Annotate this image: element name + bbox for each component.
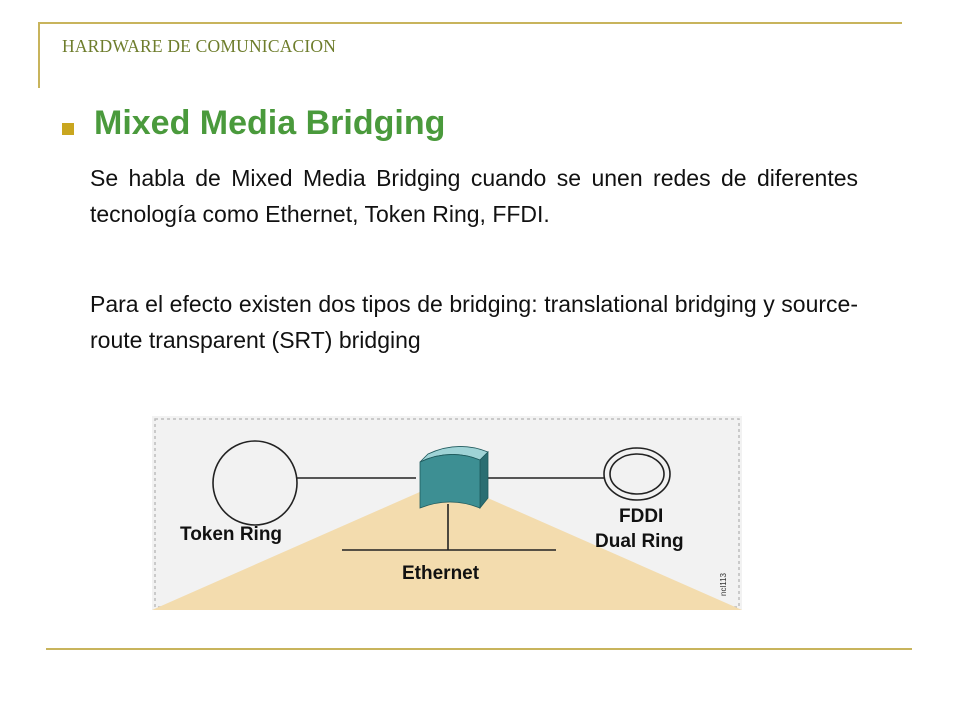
token-ring-label: Token Ring xyxy=(180,524,282,545)
slide-header: HARDWARE DE COMUNICACION xyxy=(62,36,337,56)
ethernet-area xyxy=(152,480,742,610)
network-diagram: Token Ring FDDI Dual Ring Ethernet ncl11… xyxy=(152,416,742,610)
fddi-inner-ring-icon xyxy=(609,453,665,495)
token-ring-icon xyxy=(212,440,298,526)
frame-bottom-line xyxy=(46,648,912,650)
bullet-icon xyxy=(62,123,74,135)
fddi-label: FDDI xyxy=(619,506,663,527)
network-diagram-svg: Token Ring FDDI Dual Ring Ethernet ncl11… xyxy=(152,416,742,610)
figure-code: ncl113 xyxy=(719,572,728,596)
frame-left-line xyxy=(38,22,40,88)
fddi-outer-ring-icon xyxy=(603,447,671,501)
ethernet-label: Ethernet xyxy=(402,563,480,584)
paragraph-definition: Se habla de Mixed Media Bridging cuando … xyxy=(90,165,858,227)
fddi-dual-ring-label: Dual Ring xyxy=(595,531,684,552)
paragraph-types: Para el efecto existen dos tipos de brid… xyxy=(90,291,858,353)
slide-title: Mixed Media Bridging xyxy=(94,104,446,142)
frame-top-line xyxy=(38,22,902,24)
bridge-device-icon xyxy=(419,446,489,510)
